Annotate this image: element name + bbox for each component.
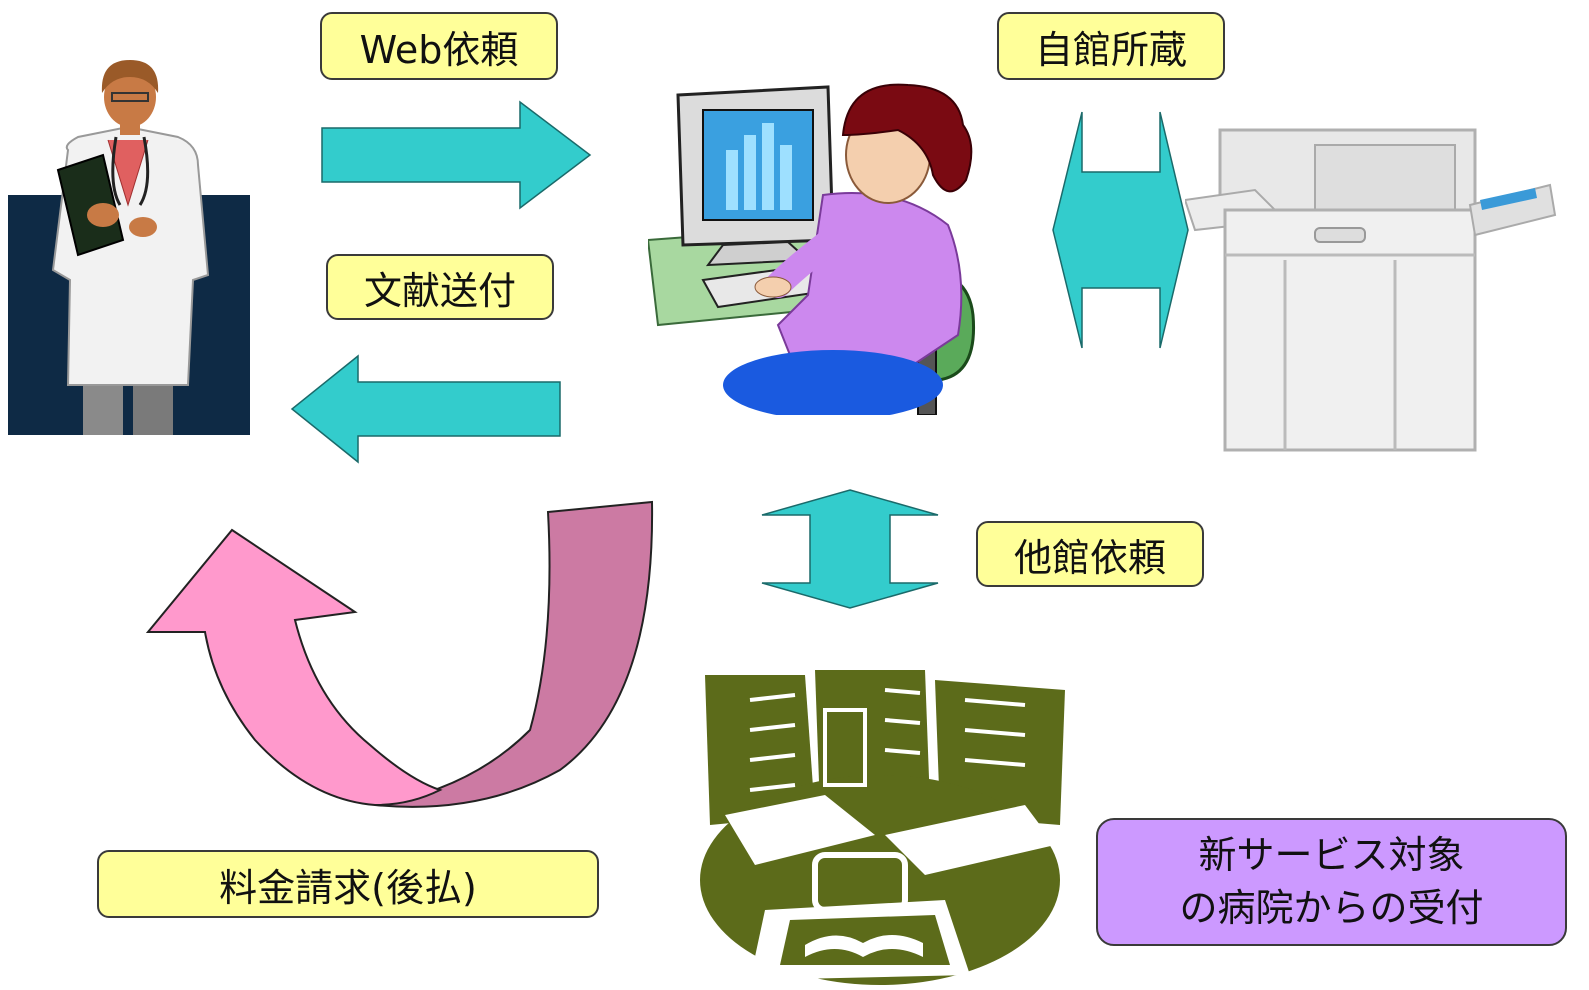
librarian-computer-icon [646, 75, 988, 420]
fee-billing-label: 料金請求(後払) [97, 850, 599, 918]
new-service-label: 新サービス対象 の病院からの受付 [1096, 818, 1567, 946]
fee-billing-arrow-back [374, 500, 654, 808]
web-request-arrow [321, 100, 592, 210]
new-service-line1: 新サービス対象 [1198, 832, 1465, 877]
own-holdings-arrow [1052, 111, 1189, 349]
document-delivery-label: 文献送付 [326, 254, 554, 320]
doctor-icon [8, 55, 250, 440]
document-delivery-arrow [290, 354, 561, 464]
library-icon [695, 665, 1070, 985]
other-library-request-label: 他館依頼 [976, 521, 1204, 587]
fee-billing-arrow-front [145, 528, 443, 807]
copier-icon [1183, 120, 1560, 460]
own-holdings-label: 自館所蔵 [997, 12, 1225, 80]
web-request-label: Web依頼 [320, 12, 558, 80]
other-library-arrow [761, 489, 939, 609]
new-service-line2: の病院からの受付 [1179, 886, 1484, 930]
